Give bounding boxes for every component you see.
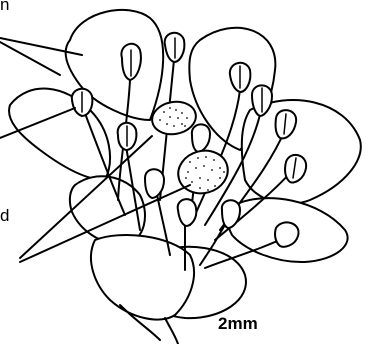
leader-line-top-2: [0, 42, 60, 75]
label-bottom-partial: d: [0, 207, 9, 224]
receptacle: [91, 235, 194, 320]
petal-left: [9, 89, 110, 180]
label-top-partial: n: [0, 0, 9, 13]
scale-bar-label: 2mm: [218, 315, 258, 332]
